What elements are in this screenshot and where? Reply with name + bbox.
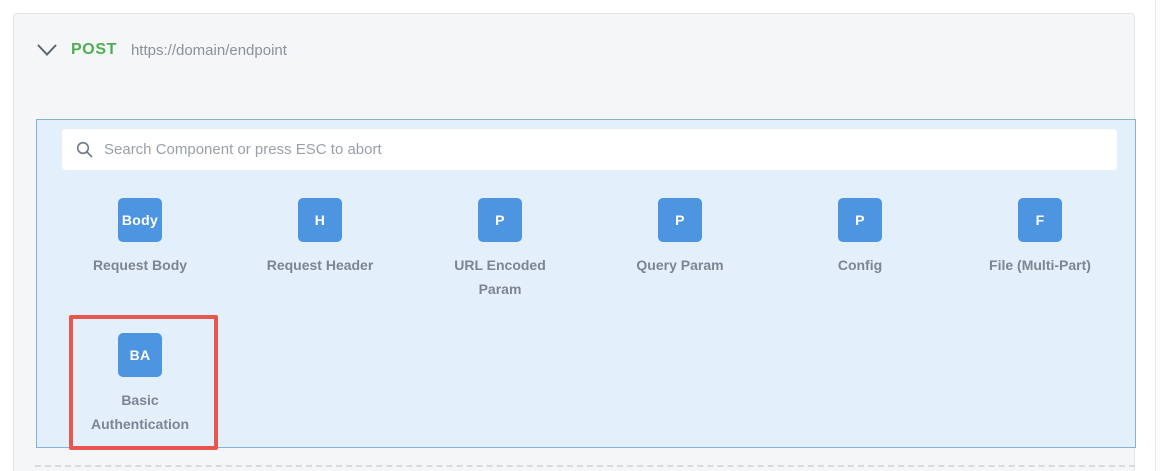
file-multipart-icon: F: [1018, 198, 1062, 242]
request-card: POST https://domain/endpoint Body Reques…: [13, 13, 1136, 471]
component-config[interactable]: P Config: [770, 198, 950, 301]
request-url: https://domain/endpoint: [130, 41, 287, 59]
component-request-header[interactable]: H Request Header: [230, 198, 410, 301]
component-label: URL Encoded Param: [454, 257, 546, 297]
request-header-row[interactable]: POST https://domain/endpoint: [14, 14, 1134, 59]
component-file-multipart[interactable]: F File (Multi-Part): [950, 198, 1130, 301]
search-icon: [76, 141, 93, 158]
dashed-divider: [35, 465, 1135, 467]
component-basic-authentication[interactable]: BA Basic Authentication: [50, 333, 230, 436]
request-header-icon: H: [298, 198, 342, 242]
component-label: Basic Authentication: [91, 392, 189, 432]
config-icon: P: [838, 198, 882, 242]
request-body-icon: Body: [118, 198, 162, 242]
component-picker-panel: Body Request Body H Request Header P URL…: [36, 119, 1136, 450]
component-request-body[interactable]: Body Request Body: [50, 198, 230, 301]
component-grid: Body Request Body H Request Header P URL…: [50, 198, 1135, 436]
component-label: Request Body: [92, 257, 188, 273]
component-url-encoded-param[interactable]: P URL Encoded Param: [410, 198, 590, 301]
url-encoded-param-icon: P: [478, 198, 522, 242]
component-label: Query Param: [636, 257, 724, 273]
component-label: Config: [837, 257, 883, 273]
component-search-input[interactable]: [104, 141, 1103, 158]
query-param-icon: P: [658, 198, 702, 242]
component-search-bar: [62, 129, 1117, 170]
component-label: File (Multi-Part): [989, 257, 1091, 273]
component-query-param[interactable]: P Query Param: [590, 198, 770, 301]
component-label: Request Header: [266, 257, 374, 273]
right-separator-line: [1155, 0, 1156, 471]
basic-authentication-icon: BA: [118, 333, 162, 377]
request-method-label: POST: [71, 41, 117, 58]
chevron-down-icon[interactable]: [37, 44, 57, 57]
